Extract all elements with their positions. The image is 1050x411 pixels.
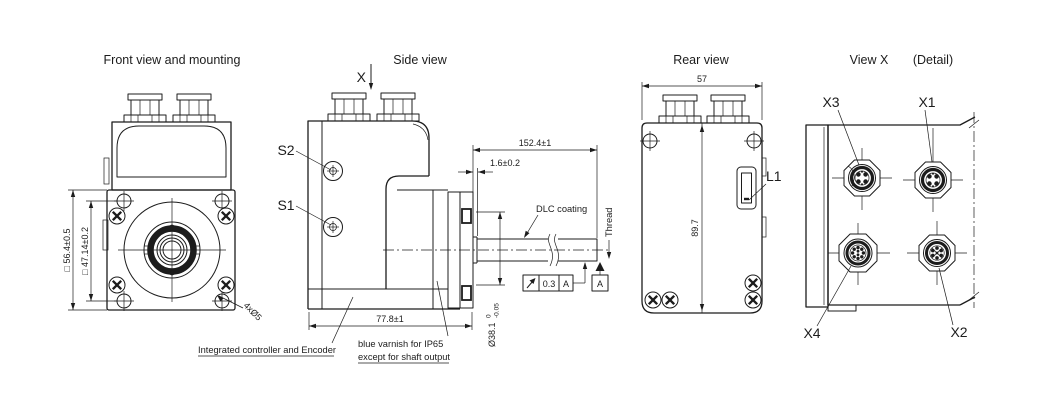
dim-shoulder: 1.6±0.2 xyxy=(490,158,520,168)
runout-datum-ref: A xyxy=(563,279,569,289)
break-mark-icon xyxy=(968,119,980,129)
dim-body-length: 77.8±1 xyxy=(376,314,403,324)
phillips-screw-icon xyxy=(643,290,663,310)
dim-outer-square: □ 56.4±0.5 xyxy=(62,229,72,272)
runout-frame: 0.3 A xyxy=(522,262,588,292)
connector-face-x4-icon xyxy=(837,232,879,274)
front-housing xyxy=(102,121,236,311)
connector-label-x3: X3 xyxy=(822,94,839,110)
rear-housing: 89.7 xyxy=(639,122,767,314)
phillips-screw-icon xyxy=(660,290,680,310)
phillips-screw-icon xyxy=(743,273,763,293)
break-mark-icon xyxy=(548,233,553,267)
connector-label-x1: X1 xyxy=(918,94,935,110)
side-view: Side view X xyxy=(198,53,614,364)
controller-note: Integrated controller and Encoder xyxy=(198,345,336,355)
dim-height: 89.7 xyxy=(690,219,700,237)
view-direction-letter: X xyxy=(357,69,367,85)
varnish-note-line1: blue varnish for IP65 xyxy=(358,339,443,349)
connector-label-x4: X4 xyxy=(803,325,820,341)
side-shaft xyxy=(383,233,610,267)
rear-view: Rear view 89.7 xyxy=(639,53,782,314)
dim-pilot-tol-upper: 0 xyxy=(486,314,493,318)
side-housing xyxy=(307,120,474,310)
side-dimensions: 152.4±1 1.6±0.2 77.8±1 Ø38.1 0 -0.05 DLC… xyxy=(308,138,614,347)
thread-note: Thread xyxy=(604,208,614,237)
led-window xyxy=(736,166,757,210)
break-mark-icon xyxy=(554,233,559,267)
connector-face-x3-icon xyxy=(842,158,882,198)
side-labels: S2 S1 xyxy=(277,142,332,226)
dim-total-length: 152.4±1 xyxy=(519,138,551,148)
led-label: L1 xyxy=(766,168,782,184)
side-view-title: Side view xyxy=(393,53,447,67)
connector-label-x2: X2 xyxy=(950,324,967,340)
phillips-screw-icon xyxy=(743,290,763,310)
phillips-screw-icon xyxy=(107,206,127,226)
dim-pilot-diameter: Ø38.1 xyxy=(487,322,497,347)
side-notes: Integrated controller and Encoder blue v… xyxy=(198,280,450,364)
front-view-title: Front view and mounting xyxy=(104,53,241,67)
cover-screw-icon xyxy=(323,217,343,237)
connector-seam xyxy=(847,165,855,187)
circular-runout-icon xyxy=(526,278,536,289)
screw-label-s1: S1 xyxy=(277,197,294,213)
phillips-screw-icon xyxy=(216,206,236,226)
detail-labels: X3 X1 X4 X2 xyxy=(803,94,967,341)
phillips-screw-icon xyxy=(107,275,127,295)
dim-width: 57 xyxy=(697,74,707,84)
runout-value: 0.3 xyxy=(543,279,556,289)
phillips-screw-icon xyxy=(216,275,236,295)
dim-mount-square: □ 47.14±0.2 xyxy=(80,227,90,275)
detail-connectors xyxy=(828,128,967,285)
rear-view-title: Rear view xyxy=(673,53,730,67)
view-direction-arrow-icon: X xyxy=(357,64,374,90)
cover-screw-icon xyxy=(323,161,343,181)
varnish-note-line2: except for shaft output xyxy=(358,352,450,362)
break-mark-icon xyxy=(968,291,980,301)
rear-dimensions: 57 L1 xyxy=(641,74,782,201)
datum-flag: A xyxy=(591,262,609,292)
datum-label: A xyxy=(597,279,603,289)
detail-view: View X (Detail) X3 X1 xyxy=(803,53,980,341)
front-shaft-hub xyxy=(118,198,226,302)
connector-face-x1-icon xyxy=(913,160,953,200)
detail-body xyxy=(805,112,980,312)
connector-face-x2-icon xyxy=(917,233,957,273)
front-view: Front view and mounting xyxy=(62,53,264,323)
screw-label-s2: S2 xyxy=(277,142,294,158)
dlc-coating-note: DLC coating xyxy=(536,204,587,214)
detail-view-subtitle: (Detail) xyxy=(913,53,953,67)
dim-pilot-tol-lower: -0.05 xyxy=(494,303,501,318)
detail-view-title: View X xyxy=(850,53,889,67)
